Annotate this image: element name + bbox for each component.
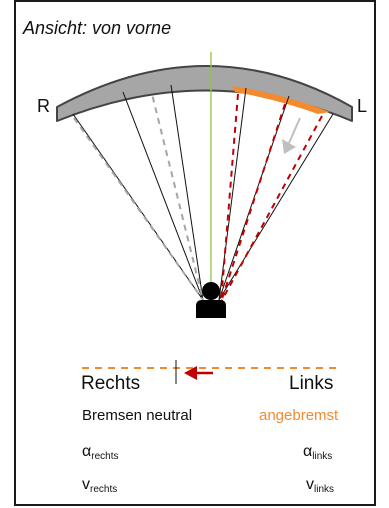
velocity-right-subscript: rechts — [90, 484, 118, 495]
velocity-left-subscript: links — [314, 484, 335, 495]
velocity-symbol: v — [306, 476, 314, 493]
brake-accent — [232, 86, 330, 114]
left-brake-state: angebremst — [259, 407, 339, 424]
left-title: Links — [289, 373, 334, 394]
neutral-brake-lines — [73, 85, 204, 301]
alpha-left: αlinks — [303, 443, 332, 462]
alpha-right-subscript: rechts — [91, 451, 119, 462]
velocity-right: vrechts — [82, 476, 117, 495]
arrow-down-icon — [282, 117, 301, 154]
pilot-icon — [196, 282, 226, 318]
canopy — [56, 65, 353, 122]
alpha-left-subscript: links — [312, 451, 333, 462]
alpha-symbol: α — [303, 443, 313, 460]
alpha-symbol: α — [82, 443, 92, 460]
right-title: Rechts — [81, 373, 141, 394]
velocity-left: vlinks — [306, 476, 334, 495]
arrow-left-icon — [184, 366, 213, 380]
braked-lines — [220, 93, 323, 303]
suspension-lines — [72, 84, 334, 301]
view-caption: Ansicht: von vorne — [23, 18, 172, 38]
left-side-marker: L — [357, 96, 368, 116]
velocity-symbol: v — [82, 476, 90, 493]
alpha-right: αrechts — [82, 443, 118, 462]
right-brake-state: Bremsen neutral — [82, 407, 193, 424]
right-side-marker: R — [37, 96, 50, 116]
